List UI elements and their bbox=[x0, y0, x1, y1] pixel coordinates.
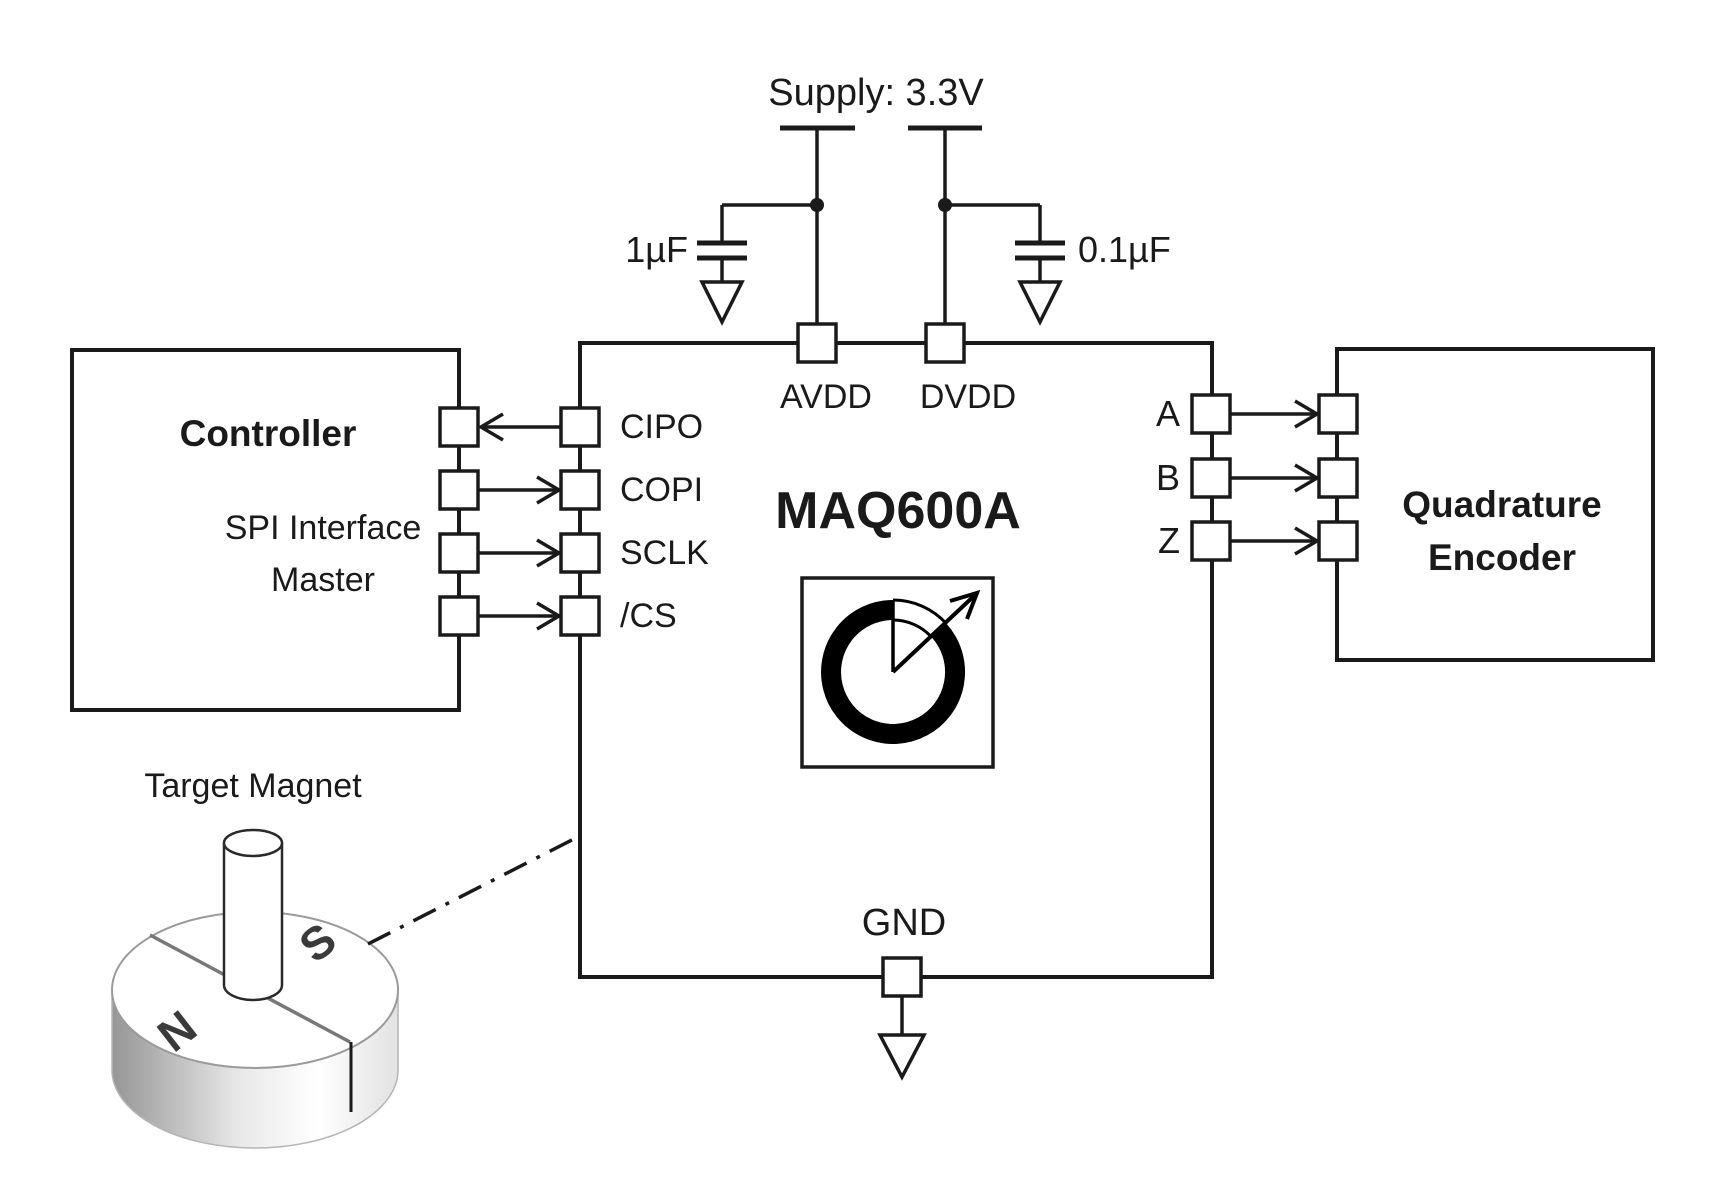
pin-controller-sclk bbox=[438, 532, 480, 574]
pin-label-dvdd: DVDD bbox=[919, 378, 1017, 416]
pin-label-gnd: GND bbox=[861, 902, 947, 944]
controller-subtitle-2: Master bbox=[271, 561, 375, 599]
pin-maq-sclk bbox=[559, 532, 601, 574]
encoder-title-1: Quadrature bbox=[1402, 484, 1602, 525]
pin-maq-copi bbox=[559, 469, 601, 511]
pin-maq-b bbox=[1190, 457, 1232, 499]
pin-label-a: A bbox=[1155, 393, 1180, 434]
pin-label-cs: /CS bbox=[620, 597, 677, 635]
pin-controller-cipo bbox=[438, 406, 480, 448]
magnet-shaft bbox=[222, 843, 284, 1002]
pin-label-z: Z bbox=[1158, 520, 1180, 561]
dial-wedge-inner-arc bbox=[892, 618, 933, 639]
pin-encoder-b bbox=[1317, 457, 1359, 499]
target-magnet-label: Target Magnet bbox=[144, 767, 362, 805]
pin-encoder-a bbox=[1317, 393, 1359, 435]
pin-label-b: B bbox=[1155, 457, 1180, 498]
cap-left-value: 1µF bbox=[625, 229, 688, 270]
b-arrowhead bbox=[1294, 463, 1321, 493]
z-arrowhead bbox=[1294, 526, 1321, 556]
target-magnet: N S bbox=[111, 828, 399, 1149]
a-arrowhead bbox=[1294, 399, 1321, 429]
angle-sensor-icon bbox=[800, 576, 995, 769]
supply-label: Supply: 3.3V bbox=[768, 72, 984, 114]
pin-controller-copi bbox=[438, 469, 480, 511]
controller-subtitle-1: SPI Interface bbox=[224, 509, 422, 547]
pin-maq-cs bbox=[559, 595, 601, 637]
cs-arrowhead bbox=[536, 601, 563, 631]
pin-maq-z bbox=[1190, 520, 1232, 562]
pin-squares bbox=[438, 322, 1359, 998]
supply-network bbox=[697, 125, 1065, 326]
magnet-shaft-top bbox=[222, 828, 284, 858]
pin-label-sclk: SCLK bbox=[620, 534, 709, 572]
dial-arrow-shaft bbox=[891, 593, 977, 674]
spi-wires bbox=[477, 412, 563, 631]
abz-wires bbox=[1230, 399, 1321, 556]
pin-maq-cipo bbox=[559, 406, 601, 448]
controller-title: Controller bbox=[179, 413, 357, 454]
quadrature-encoder-box bbox=[1335, 347, 1655, 662]
dial-arrowhead bbox=[949, 589, 981, 620]
pin-maq-a bbox=[1190, 393, 1232, 435]
ic-part-number: MAQ600A bbox=[775, 482, 1021, 540]
pin-avdd bbox=[796, 322, 838, 364]
pin-label-copi: COPI bbox=[620, 471, 704, 509]
pin-label-avdd: AVDD bbox=[780, 378, 872, 416]
sclk-arrowhead bbox=[536, 538, 563, 568]
dial-wedge-outer-arc bbox=[892, 598, 948, 625]
cap-right-ground-symbol bbox=[1017, 280, 1063, 326]
cap-left-ground-symbol bbox=[699, 280, 745, 326]
pin-encoder-z bbox=[1317, 520, 1359, 562]
pin-dvdd bbox=[924, 322, 966, 364]
pin-gnd bbox=[881, 956, 923, 998]
gnd-ground-symbol bbox=[877, 1033, 927, 1081]
pin-controller-cs bbox=[438, 595, 480, 637]
gnd-leg bbox=[877, 996, 927, 1081]
copi-arrowhead bbox=[536, 475, 563, 505]
controller-box bbox=[70, 348, 461, 712]
pin-label-cipo: CIPO bbox=[620, 408, 704, 446]
cap-right-value: 0.1µF bbox=[1078, 229, 1171, 270]
encoder-title-2: Encoder bbox=[1427, 537, 1577, 578]
cipo-arrowhead bbox=[477, 412, 504, 442]
dial-ring-thick-arc bbox=[821, 600, 966, 744]
